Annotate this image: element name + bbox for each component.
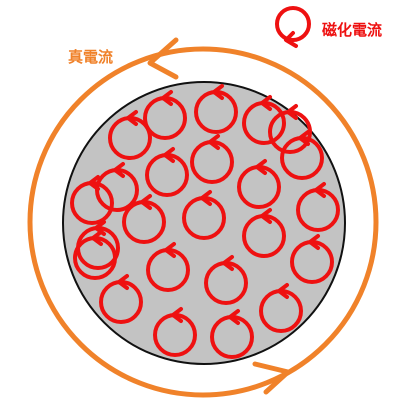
magnetization-loop-19 [99, 274, 143, 324]
magnetization-loop-21 [210, 309, 254, 359]
magnetization-loop-6 [145, 147, 189, 197]
magnetization-loop-17 [204, 255, 248, 305]
magnetization-loop-8 [237, 159, 281, 209]
magnetization-loop-18 [290, 234, 334, 284]
magnetization-loop-14 [296, 182, 340, 232]
magnetization-loop-12 [182, 190, 226, 240]
magnetization-loop-23 [76, 220, 120, 270]
magnetization-loop-16 [146, 242, 190, 292]
true-current-loop-icon [27, 37, 379, 398]
magnetization-loop-1 [108, 110, 152, 160]
true-current-label: 真電流 [68, 48, 114, 66]
magnetization-loop-24 [268, 104, 312, 154]
magnetization-loop-11 [122, 194, 166, 244]
magnetization-loop-4 [242, 95, 286, 145]
magnetization-current-label: 磁化電流 [322, 21, 383, 39]
magnetization-loop-13 [242, 208, 286, 258]
magnetization-current-loop-icon [275, 6, 311, 48]
magnetization-loop-7 [190, 134, 234, 184]
magnetization-loop-20 [153, 307, 197, 357]
magnetization-loop-10 [70, 175, 114, 225]
magnetization-loop-2 [143, 90, 187, 140]
magnetization-loop-3 [194, 84, 238, 134]
magnetization-loops [70, 84, 340, 359]
magnetization-loop-22 [259, 283, 303, 333]
